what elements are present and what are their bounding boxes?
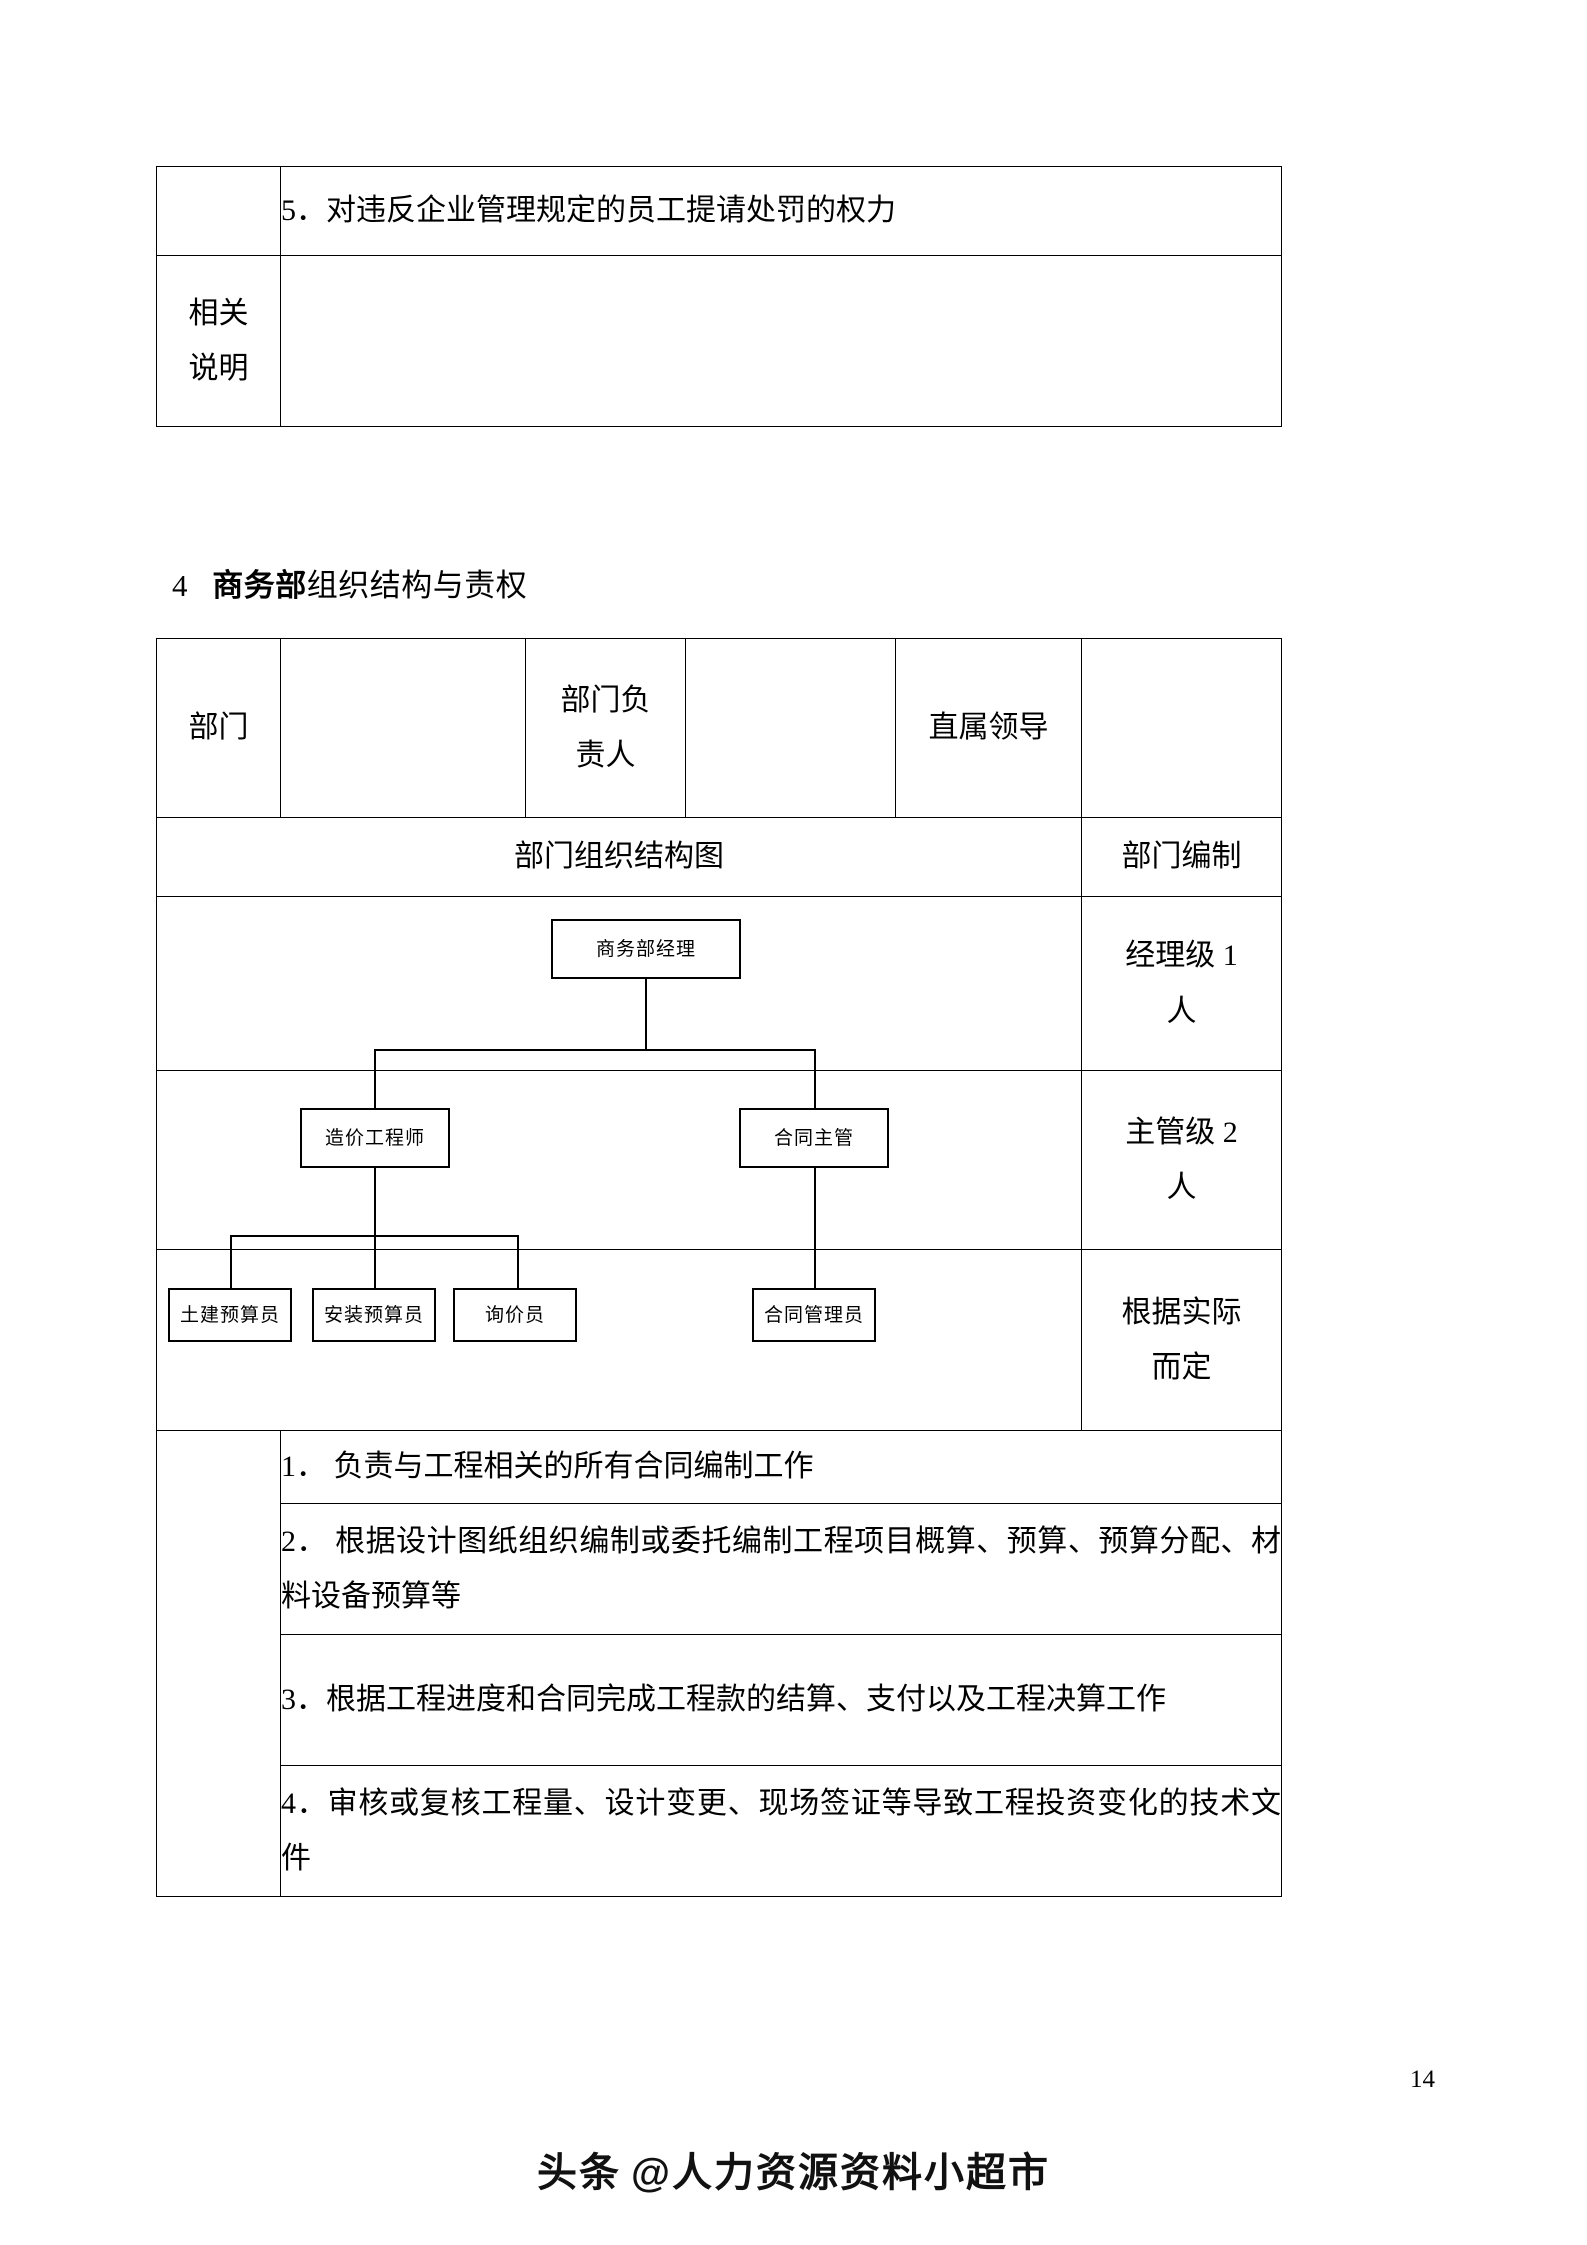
staffing-level-1: 经理级 1 人 [1081, 896, 1282, 1071]
org-connector-v-cost [374, 1168, 376, 1237]
dept-head-label-line1: 部门负 [560, 683, 651, 717]
table1-row2-content [280, 255, 1282, 427]
org-connector-v-t3-b-cont [374, 1250, 376, 1288]
table1-row2-label-line1: 相关 [188, 296, 249, 330]
watermark-prefix: 头条 [536, 2151, 621, 2195]
staffing-level-2: 主管级 2 人 [1081, 1070, 1282, 1250]
table-row: 2． 根据设计图纸组织编制或委托编制工程项目概算、预算、预算分配、材料设备预算等 [157, 1503, 1282, 1635]
table-row: 商务部经理 经理级 1 人 [156, 896, 1282, 1071]
org-connector-h-tier2 [374, 1049, 816, 1051]
table-row: 1． 负责与工程相关的所有合同编制工作 [156, 1430, 1282, 1897]
responsibility-item-2: 2． 根据设计图纸组织编制或委托编制工程项目概算、预算、预算分配、材料设备预算等 [280, 1503, 1282, 1635]
org-chart-tier2-zone: 造价工程师 合同主管 [157, 1071, 1081, 1249]
table-row: 部门 部门负 责人 直属领导 [156, 638, 1282, 818]
table-row: 土建预算员 安装预算员 询价员 合同管理员 根据实际 而定 [156, 1249, 1282, 1431]
responsibility-item-3: 3．根据工程进度和合同完成工程款的结算、支付以及工程决算工作 [280, 1634, 1282, 1766]
watermark: 头条@人力资源资料小超市 [0, 2140, 1587, 2198]
org-connector-v-right-cont [814, 1071, 816, 1108]
org-connector-v-t3-a [230, 1235, 232, 1249]
table-row: 5．对违反企业管理规定的员工提请处罚的权力 [156, 166, 1282, 256]
section-heading-rest: 组织结构与责权 [306, 568, 528, 603]
org-chart-tier2-cell: 造价工程师 合同主管 [156, 1070, 1082, 1250]
org-node-price-inquirer: 询价员 [453, 1288, 577, 1342]
direct-leader-label: 直属领导 [895, 638, 1082, 818]
staffing-level-2-line1: 主管级 2 [1125, 1115, 1238, 1149]
table1-row1-label [156, 166, 281, 256]
staffing-level-2-line2: 人 [1166, 1171, 1197, 1204]
org-node-contract-administrator: 合同管理员 [752, 1288, 876, 1342]
org-connector-v-manager [645, 979, 647, 1050]
responsibility-item-4: 4．审核或复核工程量、设计变更、现场签证等导致工程投资变化的技术文件 [280, 1765, 1282, 1897]
org-node-civil-budgeter: 土建预算员 [168, 1288, 292, 1342]
org-node-manager: 商务部经理 [551, 919, 741, 979]
org-chart-tier1-cell: 商务部经理 [156, 896, 1082, 1071]
org-connector-v-right [814, 1049, 816, 1070]
dept-head-label-line2: 责人 [575, 739, 636, 772]
org-connector-v-t3-c [517, 1235, 519, 1249]
dept-head-value [685, 638, 896, 818]
table1-row1-content: 5．对违反企业管理规定的员工提请处罚的权力 [280, 166, 1282, 256]
staffing-level-3-line1: 根据实际 [1121, 1295, 1242, 1329]
staffing-level-1-line2: 人 [1166, 994, 1197, 1028]
table-row: 4．审核或复核工程量、设计变更、现场签证等导致工程投资变化的技术文件 [157, 1765, 1282, 1897]
table-row: 相关 说明 [156, 255, 1282, 427]
staffing-level-1-line1: 经理级 1 [1125, 939, 1238, 972]
responsibility-item-1: 1． 负责与工程相关的所有合同编制工作 [280, 1430, 1282, 1504]
org-chart-tier1-zone: 商务部经理 [157, 897, 1081, 1070]
staffing-level-3: 根据实际 而定 [1081, 1249, 1282, 1431]
org-chart-tier3-cell: 土建预算员 安装预算员 询价员 合同管理员 [156, 1249, 1082, 1431]
org-chart-title: 部门组织结构图 [156, 817, 1082, 897]
watermark-brand: @人力资源资料小超市 [630, 2151, 1050, 2195]
dept-value [280, 638, 526, 818]
table-row: 造价工程师 合同主管 主管级 2 人 [156, 1070, 1282, 1250]
org-chart-tier3-zone: 土建预算员 安装预算员 询价员 合同管理员 [157, 1250, 1081, 1430]
org-node-contract-supervisor: 合同主管 [739, 1108, 889, 1168]
table1-row2-label-line2: 说明 [188, 352, 249, 385]
org-connector-v-t3-d-cont [814, 1250, 816, 1288]
org-connector-v-t3-c-cont [517, 1250, 519, 1288]
table1-row2-label: 相关 说明 [156, 255, 281, 427]
org-connector-v-left-cont [374, 1071, 376, 1108]
org-connector-v-t3-a-cont [230, 1250, 232, 1288]
table-row: 3．根据工程进度和合同完成工程款的结算、支付以及工程决算工作 [157, 1634, 1282, 1766]
direct-leader-value [1081, 638, 1282, 818]
department-structure-table: 部门 部门负 责人 直属领导 部门组织结构图 部门编制 商务部经理 [156, 638, 1282, 1897]
staffing-level-3-line2: 而定 [1151, 1351, 1212, 1384]
page-number: 14 [1410, 2066, 1435, 2093]
dept-head-label: 部门负 责人 [525, 638, 686, 818]
section-heading-bold: 商务部 [212, 568, 307, 603]
table-row: 部门组织结构图 部门编制 [156, 817, 1282, 897]
org-node-cost-engineer: 造价工程师 [300, 1108, 450, 1168]
org-connector-v-t3-b [374, 1235, 376, 1249]
section-heading: 4 商务部组织结构与责权 [172, 560, 527, 605]
dept-label: 部门 [156, 638, 281, 818]
authority-table: 5．对违反企业管理规定的员工提请处罚的权力 相关 说明 [156, 166, 1282, 427]
staffing-header: 部门编制 [1081, 817, 1282, 897]
section-heading-number: 4 [172, 568, 188, 603]
org-connector-v-contract [814, 1168, 816, 1249]
org-connector-v-left [374, 1049, 376, 1070]
org-node-install-budgeter: 安装预算员 [312, 1288, 436, 1342]
responsibilities-label [156, 1430, 281, 1897]
